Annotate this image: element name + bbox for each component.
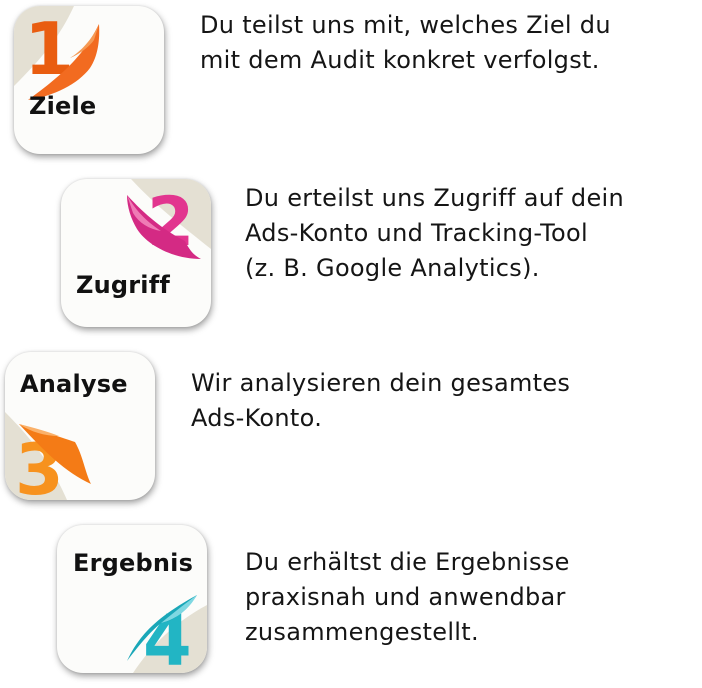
- step-2-line-2: Ads-Konto und Tracking-Tool: [245, 219, 588, 247]
- step-4-line-2: praxisnah und anwendbar: [245, 583, 566, 611]
- step-2-line-1: Du erteilst uns Zugriff auf dein: [245, 184, 624, 212]
- page-curl-teal-icon: 4: [127, 595, 207, 673]
- step-3-line-2: Ads-Konto.: [191, 404, 323, 432]
- step-4-line-3: zusammengestellt.: [245, 618, 479, 646]
- step-2-line-3: (z. B. Google Analytics).: [245, 254, 540, 282]
- step-1-card: 1 Ziele: [14, 6, 164, 154]
- step-2-card: 2 Zugriff: [61, 179, 211, 327]
- page-curl-orange-icon: 3: [5, 412, 91, 500]
- step-1-label: Ziele: [29, 92, 97, 120]
- step-4-line-1: Du erhältst die Ergebnisse: [245, 548, 570, 576]
- step-4-description: Du erhältst die Ergebnisse praxisnah und…: [245, 545, 570, 650]
- step-1-line-2: mit dem Audit konkret verfolgst.: [200, 46, 600, 74]
- step-4-label: Ergebnis: [73, 549, 194, 577]
- step-2-label: Zugriff: [76, 271, 171, 299]
- step-2-description: Du erteilst uns Zugriff auf dein Ads-Kon…: [245, 181, 624, 286]
- step-1-description: Du teilst uns mit, welches Ziel du mit d…: [200, 8, 611, 78]
- step-3-line-1: Wir analysieren dein gesamtes: [191, 369, 571, 397]
- step-4-card: 4 Ergebnis: [57, 525, 207, 673]
- step-3-label: Analyse: [20, 370, 128, 398]
- page-curl-pink-icon: 2: [127, 179, 211, 262]
- page-curl-orange-icon: 1: [14, 6, 100, 100]
- step-3-description: Wir analysieren dein gesamtes Ads-Konto.: [191, 366, 570, 436]
- step-1-line-1: Du teilst uns mit, welches Ziel du: [200, 11, 611, 39]
- step-3-card: 3 Analyse: [5, 352, 155, 500]
- step-4-number: 4: [143, 600, 192, 673]
